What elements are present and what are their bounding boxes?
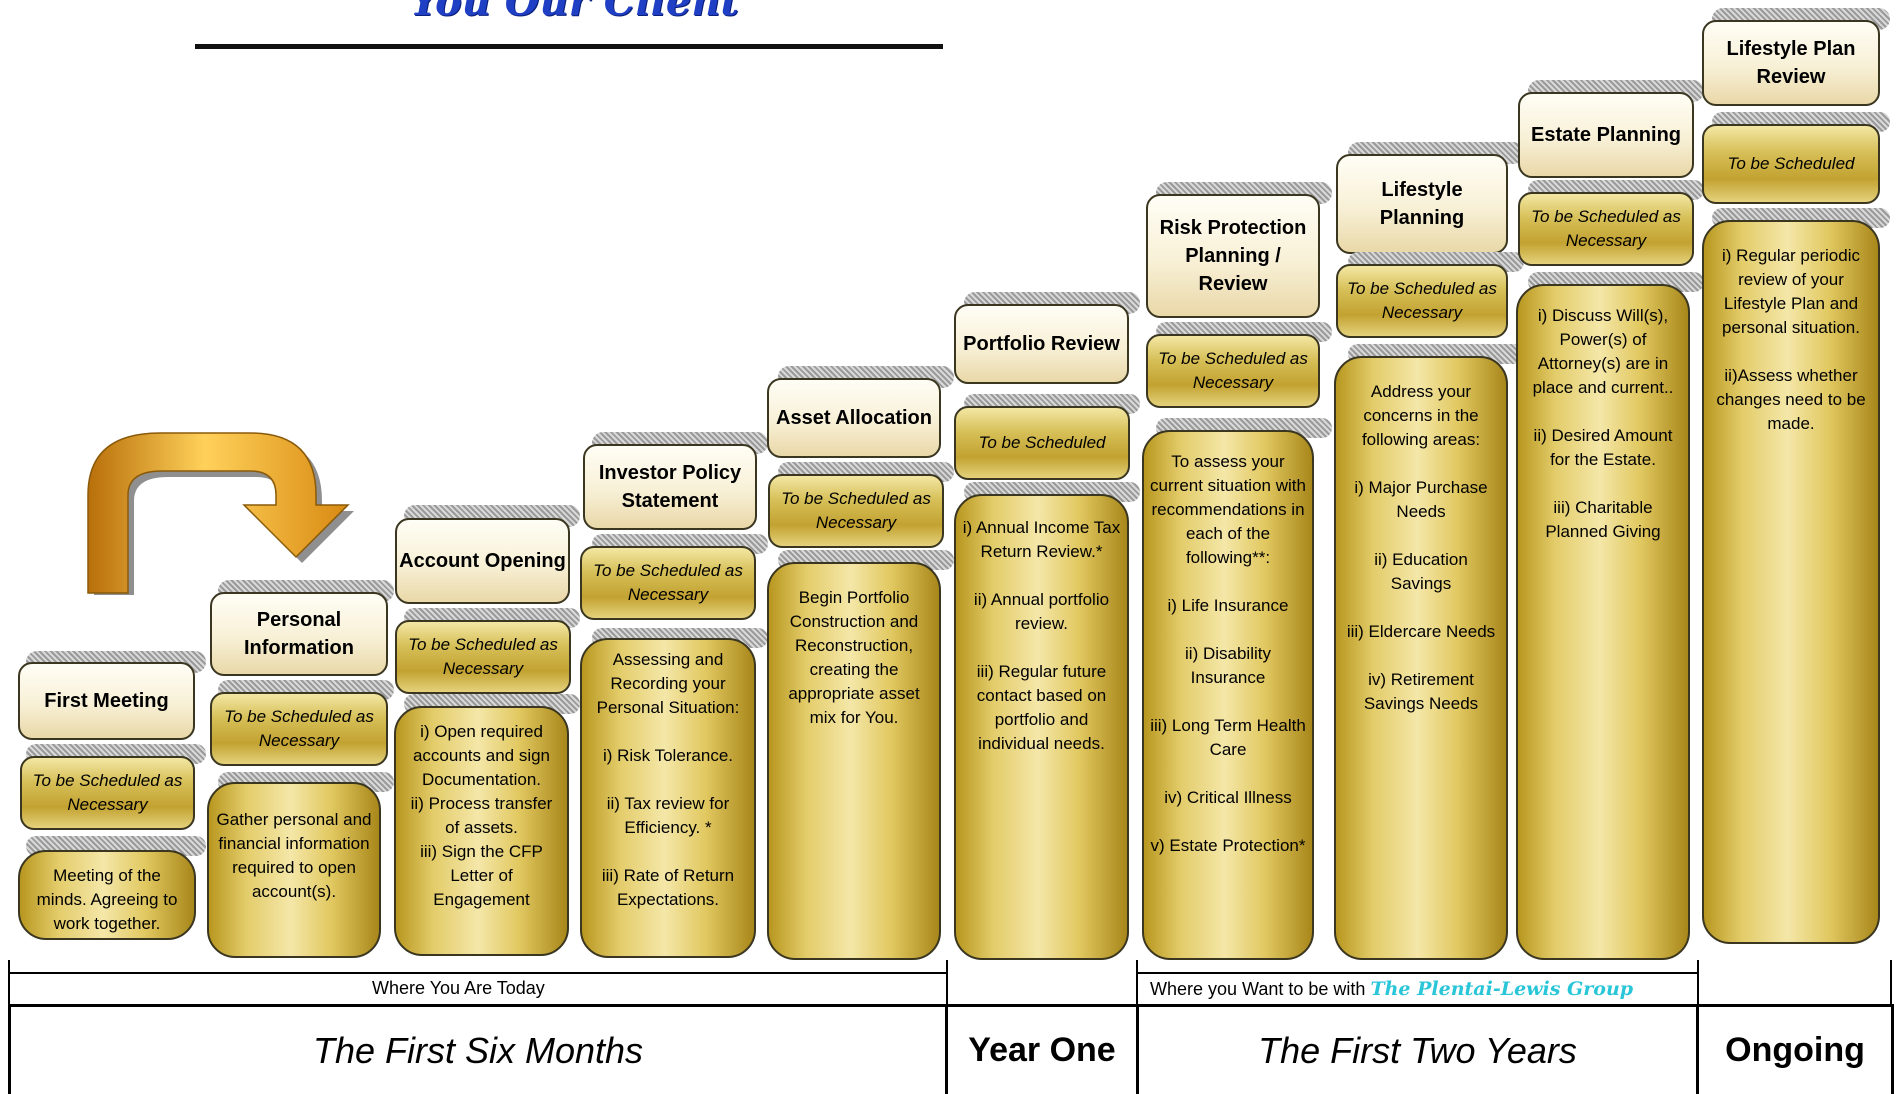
period-ongoing: Ongoing [1696, 1004, 1894, 1094]
today-label: Where You Are Today [372, 978, 545, 998]
want-text: Where you Want to be with [1150, 979, 1366, 999]
step-description: Gather personal and financial informatio… [207, 782, 381, 958]
step-description: Address your concerns in the following a… [1334, 356, 1508, 960]
want-bracket [1136, 972, 1699, 974]
step-title: Account Opening [395, 518, 570, 604]
brand-name: The Plentai-Lewis Group [1370, 978, 1634, 1000]
curved-arrow-icon [87, 432, 354, 595]
step-description: Meeting of the minds. Agreeing to work t… [18, 850, 196, 940]
schedule-label: To be Scheduled [954, 406, 1130, 480]
schedule-label: To be Scheduled as Necessary [1336, 264, 1508, 338]
timeline-tick [1697, 960, 1699, 1004]
period-first-two-years: The First Two Years [1136, 1004, 1699, 1094]
step-title: First Meeting [18, 662, 195, 740]
schedule-label: To be Scheduled [1702, 124, 1880, 204]
step-description: To assess your current situation with re… [1142, 430, 1314, 960]
timeline-tick [1136, 960, 1138, 1004]
timeline-tick [1890, 960, 1892, 1004]
period-year-one: Year One [945, 1004, 1139, 1094]
want-label: Where you Want to be with The Plentai-Le… [1150, 978, 1633, 1000]
step-title: Personal Information [210, 592, 388, 676]
step-title: Lifestyle Planning [1336, 154, 1508, 254]
step-description: i) Annual Income Tax Return Review.* ii)… [954, 494, 1129, 960]
today-bracket [8, 972, 948, 974]
step-title: Investor Policy Statement [583, 444, 757, 530]
step-description: i) Regular periodic review of your Lifes… [1702, 220, 1880, 944]
schedule-label: To be Scheduled as Necessary [768, 474, 944, 548]
step-title: Portfolio Review [954, 304, 1129, 384]
step-description: i) Discuss Will(s), Power(s) of Attorney… [1516, 284, 1690, 960]
step-title: Lifestyle Plan Review [1702, 20, 1880, 106]
period-first-six-months: The First Six Months [8, 1004, 948, 1094]
schedule-label: To be Scheduled as Necessary [20, 756, 195, 830]
step-description: Assessing and Recording your Personal Si… [580, 638, 756, 958]
header-title: You Our Client [410, 0, 739, 25]
step-title: Risk Protection Planning / Review [1146, 194, 1320, 318]
step-title: Estate Planning [1518, 92, 1694, 178]
step-description: i) Open required accounts and sign Docum… [394, 706, 569, 956]
schedule-label: To be Scheduled as Necessary [1146, 334, 1320, 408]
schedule-label: To be Scheduled as Necessary [395, 620, 571, 694]
timeline-tick [8, 960, 10, 1004]
timeline-tick [946, 960, 948, 1004]
step-description: Begin Portfolio Construction and Reconst… [767, 562, 941, 960]
schedule-label: To be Scheduled as Necessary [210, 692, 388, 766]
schedule-label: To be Scheduled as Necessary [1518, 192, 1694, 266]
header-underline [195, 44, 943, 49]
step-title: Asset Allocation [767, 378, 941, 458]
schedule-label: To be Scheduled as Necessary [580, 546, 756, 620]
